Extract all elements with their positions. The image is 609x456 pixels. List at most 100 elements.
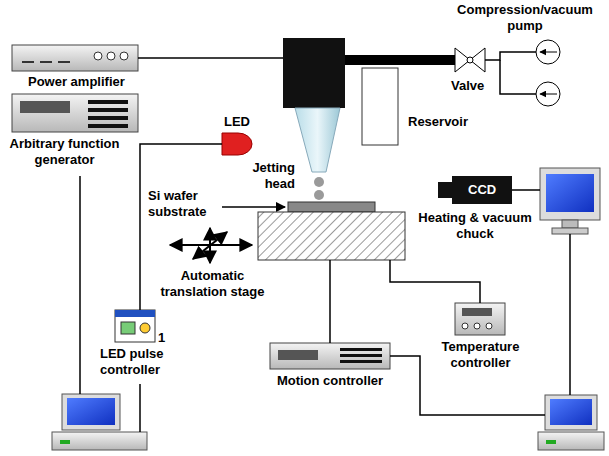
power-amplifier-device-part [107, 52, 115, 60]
power-amplifier-device-part [94, 52, 102, 60]
camera-monitor-part [552, 228, 588, 234]
jetting-head-body [283, 38, 345, 172]
valve-symbol-part [467, 57, 473, 63]
power-amplifier-device-part [40, 61, 52, 63]
signal-line [138, 57, 283, 59]
droplet [314, 177, 324, 200]
temperature-controller: Temperature controller [455, 303, 505, 335]
right-computer-part [550, 399, 592, 425]
signal-line [485, 52, 536, 60]
chuck: Heating & vacuum chuck [258, 212, 405, 260]
callout-number: 1 [158, 330, 172, 346]
power-amplifier-device [12, 45, 138, 71]
ccd-camera [438, 176, 512, 204]
signal-wire-part [569, 234, 571, 395]
camera-monitor-part [562, 220, 578, 228]
pump-symbol-part [536, 40, 560, 64]
node-label: Temperature controller [433, 339, 528, 371]
chuck-block-part [258, 212, 405, 260]
left-computer [52, 394, 147, 450]
node-label: LED pulse controller [100, 346, 180, 378]
temperature-controller-device [455, 303, 505, 335]
left-computer-part [67, 398, 115, 425]
jetting-head: Jetting head [283, 38, 345, 108]
ccd-camera-part [452, 176, 512, 204]
signal-wire-part [79, 176, 81, 394]
function-generator-device-part [12, 94, 138, 132]
function-generator-device-part [88, 100, 128, 104]
pulse-controller-icon-part [140, 323, 150, 333]
left-computer-part [62, 394, 120, 430]
node-label: Jetting head [235, 160, 295, 192]
left-computer-part [52, 432, 147, 450]
pulse-controller-icon-part [115, 310, 155, 342]
power-amplifier-device-part [22, 61, 34, 63]
stage-label: Automatic translation stage [150, 268, 275, 300]
ccd-camera-part [438, 182, 452, 198]
signal-line [329, 260, 331, 343]
node-label: Valve [451, 78, 501, 94]
power-amplifier-device-part [120, 52, 128, 60]
temperature-controller-device-part [455, 303, 505, 335]
pump-symbol-part [540, 52, 557, 53]
pump-symbol [500, 40, 560, 106]
node-label: Heating & vacuum chuck [410, 210, 540, 242]
reservoir-vessel-part [362, 68, 398, 145]
signal-line [390, 260, 480, 303]
chuck-block [258, 212, 405, 260]
camera-monitor [540, 168, 600, 234]
function-generator-device-part [20, 101, 70, 113]
right-computer-part [546, 440, 556, 444]
reservoir: Reservoir [362, 68, 398, 145]
power-amplifier: Power amplifier [12, 45, 138, 71]
right-computer [538, 395, 604, 450]
pump-symbol-part [536, 82, 560, 106]
function-generator-device-part [88, 124, 128, 128]
temperature-controller-device-part [462, 308, 492, 316]
droplet-part [314, 190, 324, 200]
reservoir-vessel [362, 68, 398, 145]
function-generator-device-part [88, 108, 128, 112]
motion-controller-device-part [340, 354, 382, 357]
node-label: Reservoir [408, 114, 488, 130]
camera-monitor-part [540, 168, 600, 220]
node-label: CCD [468, 182, 496, 198]
motion-controller: Motion controller [270, 343, 390, 369]
node-label: Compression/vacuum pump [450, 2, 600, 34]
led-lamp [222, 133, 252, 155]
signal-line [345, 55, 455, 65]
function-generator-device-part [88, 116, 128, 120]
jetting-head-body-part [295, 108, 340, 172]
stage-axes-part [193, 232, 227, 259]
function-generator: Arbitrary function generator [12, 94, 138, 132]
node-label: Arbitrary function generator [2, 136, 127, 168]
function-generator-device [12, 94, 138, 132]
wafer-plate-part [222, 206, 285, 208]
motion-controller-device [270, 343, 390, 369]
right-computer-part [538, 432, 604, 450]
signal-wire-part [512, 189, 540, 191]
left-computer-part [60, 440, 70, 444]
signal-wire [80, 176, 570, 432]
pulse-controller-icon-part [115, 310, 155, 317]
pulse-controller-icon [115, 310, 155, 342]
ccd-camera: CCD [452, 176, 512, 204]
wafer-plate-part [288, 202, 375, 212]
valve-symbol [455, 48, 485, 72]
pump-symbol-part [500, 60, 536, 94]
valve: Valve [455, 48, 485, 72]
wafer-plate [222, 202, 375, 212]
motion-controller-device-part [340, 348, 382, 351]
signal-wire-part [139, 384, 141, 432]
camera-monitor-part [546, 174, 594, 212]
node-label: Si wafer substrate [148, 188, 223, 220]
temperature-controller-device-part [474, 323, 480, 329]
wafer: Si wafer substrate [288, 202, 375, 212]
led-lamp-part [222, 133, 252, 155]
power-amplifier-device-part [58, 61, 70, 63]
jetting-head-body-part [283, 38, 345, 108]
power-amplifier-device-part [12, 45, 138, 71]
pulse-controller-icon-part [121, 322, 135, 334]
pump-symbol-part [540, 94, 557, 95]
